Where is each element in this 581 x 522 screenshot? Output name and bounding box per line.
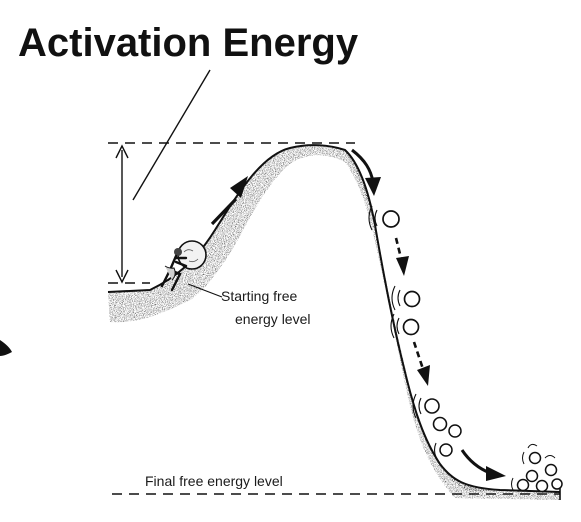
rolling-ball-icon xyxy=(535,479,549,493)
energy-hill xyxy=(107,144,561,501)
rolling-ball-icon xyxy=(433,442,453,458)
activation-energy-bracket xyxy=(115,144,129,284)
scan-edge-mark xyxy=(0,340,12,356)
starting-level-pointer xyxy=(187,283,223,298)
rolling-ball-icon xyxy=(544,463,558,477)
rolling-ball-icon xyxy=(412,393,440,419)
rolling-ball-icon xyxy=(551,478,563,490)
rolling-ball-icon xyxy=(516,478,530,492)
rolling-ball-icon xyxy=(448,424,462,438)
person-pushing-boulder-icon xyxy=(160,240,207,292)
downhill-arrows xyxy=(351,148,506,481)
starting-level-label-line-1: Starting free xyxy=(221,288,297,304)
rolling-ball-icon xyxy=(391,285,421,311)
starting-level-label-line-2: energy level xyxy=(235,311,311,327)
uphill-arrows xyxy=(210,176,248,226)
rolling-ball-icon xyxy=(368,205,400,231)
final-level-label: Final free energy level xyxy=(145,473,283,489)
rolling-ball-icon xyxy=(528,451,542,465)
page-title: Activation Energy xyxy=(18,21,359,65)
rolling-ball-icon xyxy=(432,416,448,432)
ball-motion-marks xyxy=(511,443,556,491)
rolling-ball-icon xyxy=(390,313,420,339)
rolling-ball-icon xyxy=(525,469,539,483)
title-pointer-line xyxy=(132,69,211,201)
